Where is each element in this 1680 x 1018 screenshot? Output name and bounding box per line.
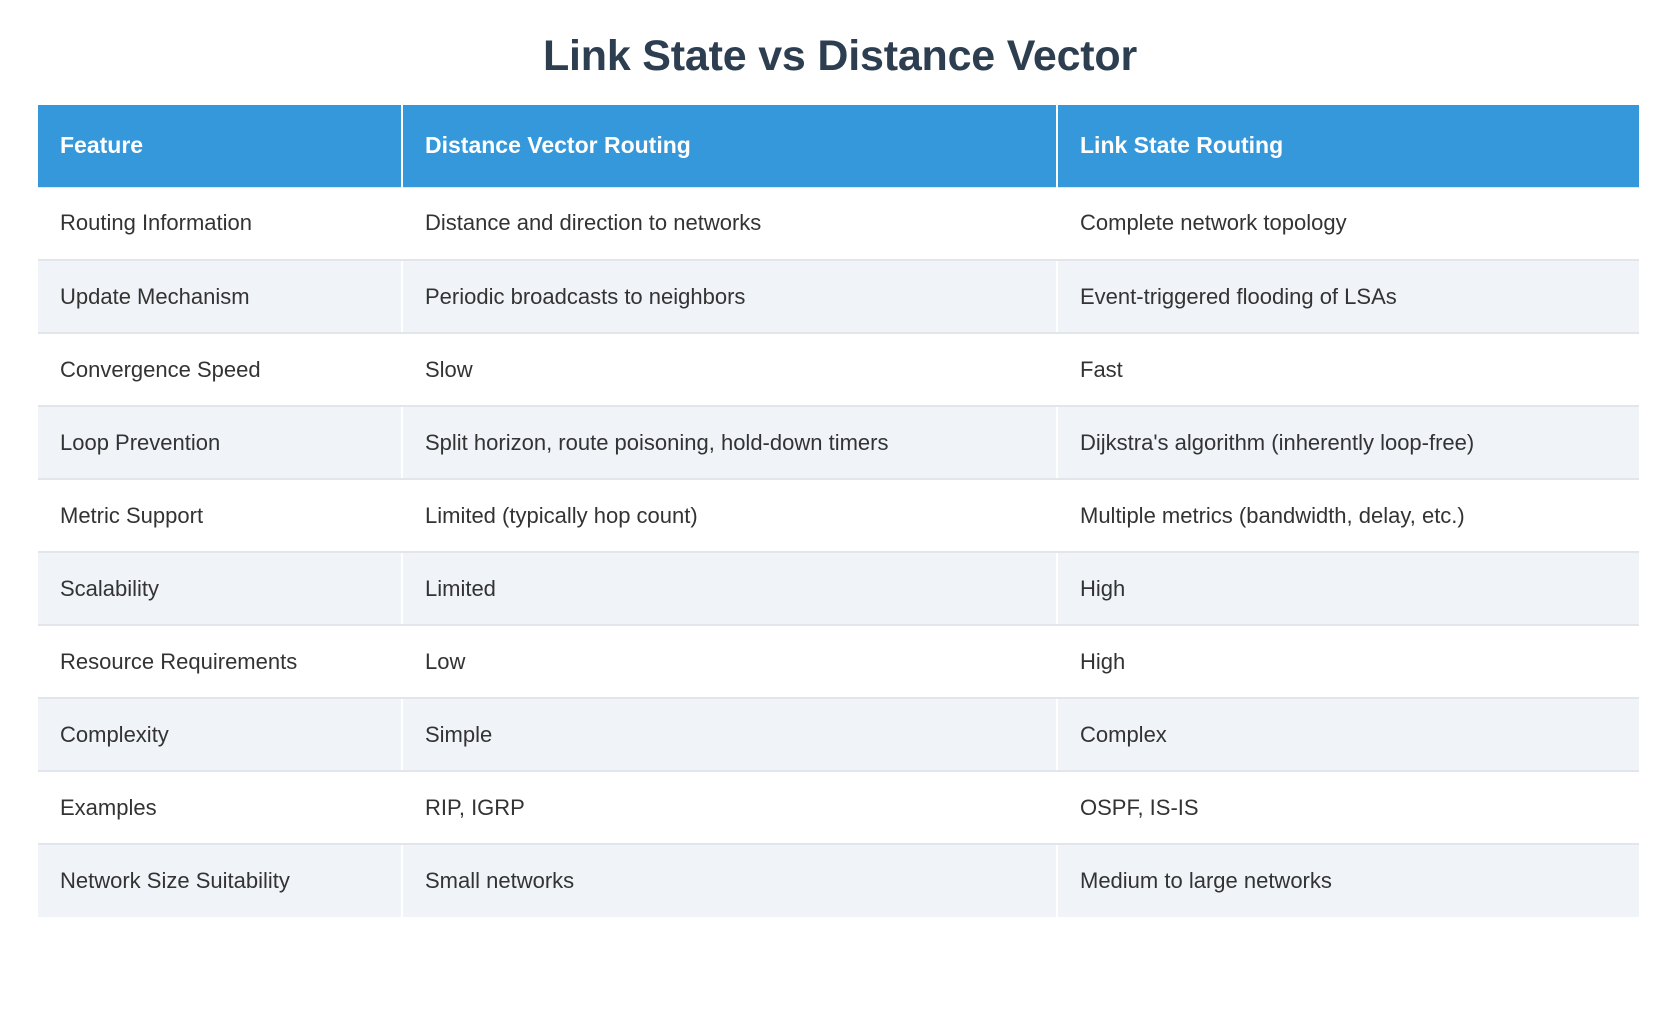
column-header-feature[interactable]: Feature [38, 105, 403, 188]
cell-link-state: Multiple metrics (bandwidth, delay, etc.… [1057, 479, 1639, 553]
cell-feature: Examples [38, 771, 403, 845]
table-body: Routing Information Distance and directi… [38, 187, 1639, 917]
cell-link-state: OSPF, IS-IS [1057, 771, 1639, 845]
table-row: Routing Information Distance and directi… [38, 187, 1639, 261]
comparison-table-container: Feature Distance Vector Routing Link Sta… [38, 105, 1639, 917]
page-title: Link State vs Distance Vector [542, 32, 1138, 80]
column-header-distance-vector-routing[interactable]: Distance Vector Routing [402, 105, 1058, 188]
cell-link-state: High [1057, 625, 1639, 699]
cell-distance-vector: RIP, IGRP [402, 771, 1058, 845]
cell-distance-vector: Low [402, 625, 1058, 699]
cell-feature: Scalability [38, 552, 403, 626]
cell-feature: Complexity [38, 698, 403, 772]
cell-link-state: Fast [1057, 333, 1639, 407]
table-row: Examples RIP, IGRP OSPF, IS-IS [38, 771, 1639, 845]
table-row: Resource Requirements Low High [38, 625, 1639, 699]
cell-link-state: Complex [1057, 698, 1639, 772]
cell-feature: Update Mechanism [38, 260, 403, 334]
cell-feature: Metric Support [38, 479, 403, 553]
table-row: Complexity Simple Complex [38, 698, 1639, 772]
cell-distance-vector: Distance and direction to networks [402, 187, 1058, 261]
column-header-link-state-routing[interactable]: Link State Routing [1057, 105, 1639, 188]
table-row: Scalability Limited High [38, 552, 1639, 626]
header-row: Feature Distance Vector Routing Link Sta… [38, 105, 1639, 188]
cell-feature: Loop Prevention [38, 406, 403, 480]
cell-distance-vector: Periodic broadcasts to neighbors [402, 260, 1058, 334]
cell-distance-vector: Slow [402, 333, 1058, 407]
table-header: Feature Distance Vector Routing Link Sta… [38, 105, 1639, 188]
cell-link-state: Event-triggered flooding of LSAs [1057, 260, 1639, 334]
cell-link-state: High [1057, 552, 1639, 626]
cell-distance-vector: Small networks [402, 844, 1058, 917]
cell-distance-vector: Simple [402, 698, 1058, 772]
cell-feature: Network Size Suitability [38, 844, 403, 917]
table-row: Network Size Suitability Small networks … [38, 844, 1639, 917]
table-row: Loop Prevention Split horizon, route poi… [38, 406, 1639, 480]
comparison-table: Feature Distance Vector Routing Link Sta… [38, 105, 1639, 917]
cell-link-state: Dijkstra's algorithm (inherently loop-fr… [1057, 406, 1639, 480]
cell-feature: Routing Information [38, 187, 403, 261]
cell-feature: Resource Requirements [38, 625, 403, 699]
table-row: Update Mechanism Periodic broadcasts to … [38, 260, 1639, 334]
table-row: Convergence Speed Slow Fast [38, 333, 1639, 407]
cell-distance-vector: Limited (typically hop count) [402, 479, 1058, 553]
cell-link-state: Complete network topology [1057, 187, 1639, 261]
cell-distance-vector: Limited [402, 552, 1058, 626]
table-row: Metric Support Limited (typically hop co… [38, 479, 1639, 553]
cell-distance-vector: Split horizon, route poisoning, hold-dow… [402, 406, 1058, 480]
cell-feature: Convergence Speed [38, 333, 403, 407]
cell-link-state: Medium to large networks [1057, 844, 1639, 917]
